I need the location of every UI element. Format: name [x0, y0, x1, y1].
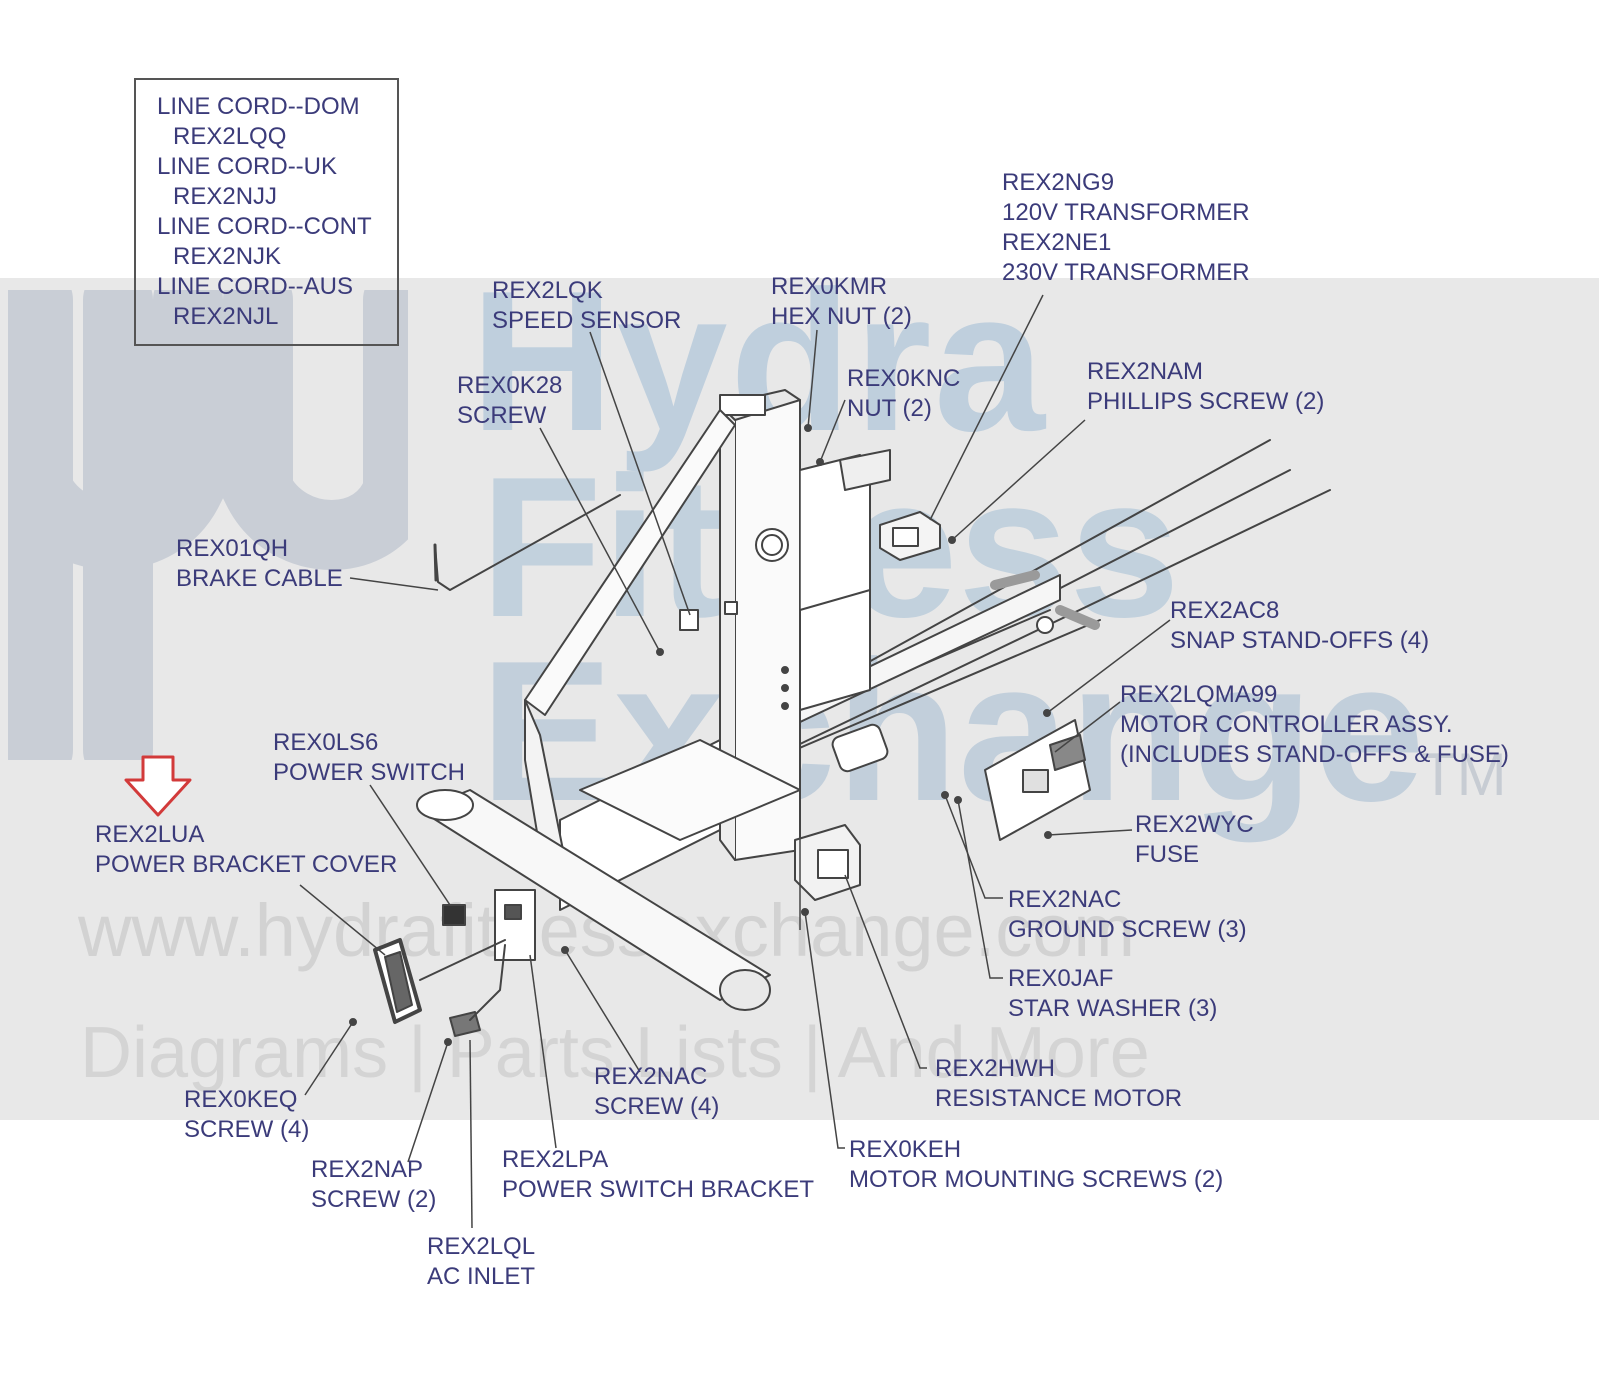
callout-part: REX0LS6	[273, 729, 379, 756]
callout-transformer: REX2NG9 120V TRANSFORMER REX2NE1 230V TR…	[1002, 168, 1250, 288]
callout-desc: SCREW	[457, 402, 547, 429]
callout-screw-nac: REX2NAC SCREW (4)	[594, 1062, 719, 1122]
front-cross-tube	[416, 789, 771, 1011]
callout-desc: SPEED SENSOR	[492, 307, 682, 334]
callout-desc: PHILLIPS SCREW (2)	[1087, 388, 1325, 415]
callout-motor-mounting-screws: REX0KEH MOTOR MOUNTING SCREWS (2)	[849, 1135, 1223, 1195]
callout-screw-k28: REX0K28 SCREW	[457, 371, 562, 431]
callout-desc: RESISTANCE MOTOR	[935, 1085, 1183, 1112]
rear-support	[799, 449, 891, 621]
callout-hex-nut: REX0KMR HEX NUT (2)	[771, 272, 912, 332]
callout-ac-inlet: REX2LQL AC INLET	[427, 1232, 535, 1292]
callout-desc: (INCLUDES STAND-OFFS & FUSE)	[1120, 741, 1509, 768]
watermark-logo-icon	[8, 290, 408, 760]
callout-brake-cable: REX01QH BRAKE CABLE	[176, 534, 343, 594]
callout-desc: 230V TRANSFORMER	[1002, 259, 1250, 286]
line-cord-name: LINE CORD--AUS	[157, 273, 354, 300]
callout-part: REX2LPA	[502, 1146, 609, 1173]
callout-part: REX0JAF	[1008, 965, 1114, 992]
callout-desc: SCREW (2)	[311, 1186, 437, 1213]
callout-motor-controller: REX2LQMA99 MOTOR CONTROLLER ASSY. (INCLU…	[1120, 680, 1509, 770]
callout-desc: NUT (2)	[847, 395, 932, 422]
bracket-body	[494, 889, 536, 961]
callout-desc: HEX NUT (2)	[771, 303, 912, 330]
callout-part: REX2NE1	[1002, 229, 1112, 256]
callout-part: REX0KEH	[849, 1136, 962, 1163]
callout-power-switch-bracket: REX2LPA POWER SWITCH BRACKET	[502, 1145, 814, 1205]
callout-desc: SCREW (4)	[184, 1116, 310, 1143]
line-cord-part: REX2LQQ	[173, 123, 287, 150]
callout-part: REX2NAM	[1087, 358, 1204, 385]
line-cord-part: REX2NJK	[173, 243, 282, 270]
resistance-motor	[794, 824, 861, 901]
callout-part: REX2NAC	[1008, 886, 1122, 913]
callout-part: REX2NG9	[1002, 169, 1115, 196]
leader-lines	[299, 294, 1171, 1229]
callout-part: REX2LQL	[427, 1233, 536, 1260]
callout-screw-keq: REX0KEQ SCREW (4)	[184, 1085, 309, 1145]
callout-desc: POWER BRACKET COVER	[95, 851, 398, 878]
callout-star-washer: REX0JAF STAR WASHER (3)	[1008, 964, 1217, 1024]
rear-panel	[799, 589, 871, 711]
callout-nut: REX0KNC NUT (2)	[847, 364, 960, 424]
callout-speed-sensor: REX2LQK SPEED SENSOR	[492, 276, 681, 336]
transformer	[879, 511, 941, 561]
callout-part: REX2HWH	[935, 1055, 1056, 1082]
callout-ground-screw: REX2NAC GROUND SCREW (3)	[1008, 885, 1247, 945]
callout-power-switch: REX0LS6 POWER SWITCH	[273, 728, 465, 788]
callout-desc: FUSE	[1135, 841, 1200, 868]
line-cord-name: LINE CORD--DOM	[157, 93, 360, 120]
motor-controller-board	[984, 719, 1091, 841]
callout-desc: STAR WASHER (3)	[1008, 995, 1218, 1022]
callout-desc: SCREW (4)	[594, 1093, 720, 1120]
callout-desc: SNAP STAND-OFFS (4)	[1170, 627, 1430, 654]
callout-part: REX2LUA	[95, 821, 205, 848]
red-down-arrow-icon	[124, 755, 192, 817]
callout-desc: MOTOR CONTROLLER ASSY.	[1120, 711, 1453, 738]
callout-fuse: REX2WYC FUSE	[1135, 810, 1254, 870]
callout-desc: BRAKE CABLE	[176, 565, 343, 592]
line-cord-part: REX2NJL	[173, 303, 279, 330]
callout-part: REX2LQMA99	[1120, 681, 1278, 708]
line-cord-box-text: LINE CORD--DOM REX2LQQ LINE CORD--UK REX…	[157, 92, 372, 332]
brake-cable-line	[434, 494, 621, 591]
callout-screw-nap: REX2NAP SCREW (2)	[311, 1155, 436, 1215]
callout-desc: POWER SWITCH	[273, 759, 465, 786]
line-cord-part: REX2NJJ	[173, 183, 278, 210]
callout-part: REX0K28	[457, 372, 563, 399]
watermark-trademark: TM	[1420, 741, 1507, 808]
callout-part: REX2WYC	[1135, 811, 1254, 838]
callout-part: REX0KMR	[771, 273, 888, 300]
line-cord-box	[134, 78, 399, 346]
line-cord-name: LINE CORD--UK	[157, 153, 338, 180]
callout-part: REX0KNC	[847, 365, 961, 392]
callout-part: REX2NAC	[594, 1063, 708, 1090]
callout-desc: MOTOR MOUNTING SCREWS (2)	[849, 1166, 1224, 1193]
callout-desc: GROUND SCREW (3)	[1008, 916, 1247, 943]
callout-part: REX0KEQ	[184, 1086, 298, 1113]
watermark-tagline: Diagrams | Parts Lists | And More	[80, 1013, 1150, 1093]
callout-power-bracket-cover: REX2LUA POWER BRACKET COVER	[95, 820, 397, 880]
callout-desc: AC INLET	[427, 1263, 536, 1290]
callout-part: REX2AC8	[1170, 597, 1280, 624]
callout-part: REX01QH	[176, 535, 289, 562]
callout-snap-standoffs: REX2AC8 SNAP STAND-OFFS (4)	[1170, 596, 1429, 656]
callout-part: REX2LQK	[492, 277, 603, 304]
callout-desc: 120V TRANSFORMER	[1002, 199, 1250, 226]
callout-part: REX2NAP	[311, 1156, 424, 1183]
power-switch-part	[442, 904, 466, 926]
callout-resistance-motor: REX2HWH RESISTANCE MOTOR	[935, 1054, 1182, 1114]
line-cord-name: LINE CORD--CONT	[157, 213, 372, 240]
callout-phillips-screw: REX2NAM PHILLIPS SCREW (2)	[1087, 357, 1324, 417]
callout-desc: POWER SWITCH BRACKET	[502, 1176, 815, 1203]
